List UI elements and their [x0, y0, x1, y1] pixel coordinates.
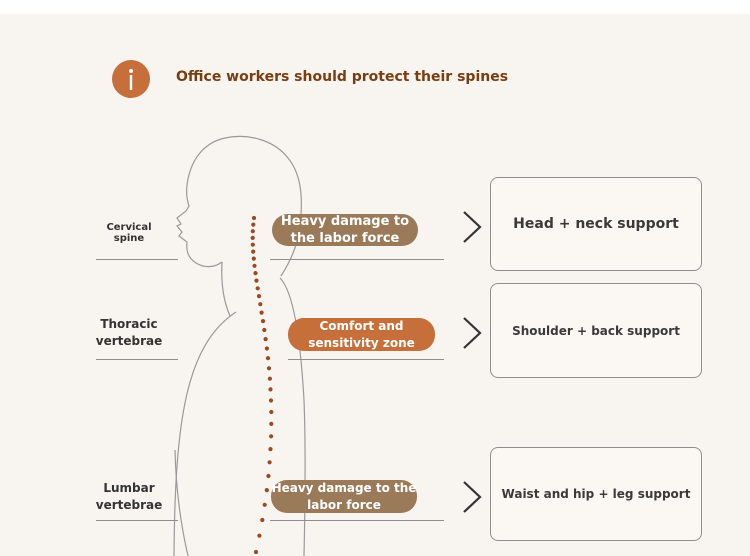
spine-dot	[267, 460, 272, 465]
divider-lumbar-left	[96, 520, 178, 521]
spine-dot	[260, 517, 265, 523]
chevron-right-icon	[463, 211, 482, 243]
divider-thoracic-right	[288, 359, 444, 360]
spine-dot	[267, 376, 272, 381]
spine-dot	[268, 447, 273, 452]
spine-dot	[262, 502, 267, 507]
label-thoracic-vertebrae: Thoracic vertebrae	[88, 316, 170, 350]
divider-cervical-right	[270, 259, 444, 260]
tag-lumbar-line1: Heavy damage to the	[271, 480, 417, 495]
spine-dot	[252, 263, 257, 268]
spine-dot	[254, 278, 259, 283]
label-lumbar-line1: Lumbar	[103, 481, 155, 495]
spine-dot	[262, 327, 267, 333]
spine-dot	[263, 337, 268, 342]
spine-dot	[253, 549, 259, 555]
spine-dot	[251, 215, 257, 221]
spine-dot	[251, 222, 256, 227]
label-lumbar-vertebrae: Lumbar vertebrae	[88, 480, 170, 514]
tag-thoracic-line1: Comfort and	[319, 318, 404, 333]
spine-dot	[260, 319, 266, 324]
spine-dot	[264, 488, 269, 493]
spine-dot	[268, 398, 274, 403]
support-box-head-neck: Head + neck support	[490, 177, 702, 271]
tag-thoracic-line2: sensitivity zone	[308, 335, 415, 350]
spine-dot	[266, 473, 271, 479]
label-lumbar-line2: vertebrae	[95, 498, 163, 512]
label-cervical-spine: Cervical spine	[106, 222, 152, 244]
spine-dot	[269, 434, 274, 439]
spine-dot	[250, 235, 255, 240]
tag-lumbar-damage: Heavy damage to the labor force	[271, 480, 417, 513]
tag-lumbar-line2: labor force	[307, 497, 381, 512]
spine-dot	[269, 409, 274, 415]
spine-dot	[266, 366, 272, 371]
spine-dot	[257, 533, 262, 538]
spine-dot	[264, 346, 269, 351]
divider-cervical-left	[96, 259, 178, 260]
spine-dot	[265, 356, 271, 361]
spine-dot	[250, 229, 255, 234]
spine-dot	[258, 302, 263, 307]
spine-dot	[253, 271, 258, 276]
label-thoracic-line1: Thoracic	[100, 317, 158, 331]
spine-dot	[255, 286, 260, 291]
chevron-right-icon	[463, 481, 482, 513]
spine-dot	[268, 387, 273, 392]
spine-dot	[250, 242, 255, 247]
divider-thoracic-left	[96, 359, 178, 360]
support-box-waist-hip-leg: Waist and hip + leg support	[490, 447, 702, 541]
support-box-shoulder-back: Shoulder + back support	[490, 283, 702, 378]
info-icon	[112, 60, 150, 98]
spine-dot	[256, 294, 262, 299]
spine-dot	[251, 256, 256, 261]
spine-dot	[259, 310, 264, 315]
label-thoracic-line2: vertebrae	[95, 334, 163, 348]
divider-lumbar-right	[270, 520, 444, 521]
tag-cervical-damage: Heavy damage to the labor force	[272, 214, 418, 246]
top-band	[0, 0, 750, 14]
page-title: Office workers should protect their spin…	[176, 69, 509, 85]
chevron-right-icon	[463, 317, 482, 349]
tag-thoracic-comfort: Comfort and sensitivity zone	[288, 318, 435, 351]
spine-dot	[251, 249, 256, 254]
spine-dot	[269, 421, 274, 426]
